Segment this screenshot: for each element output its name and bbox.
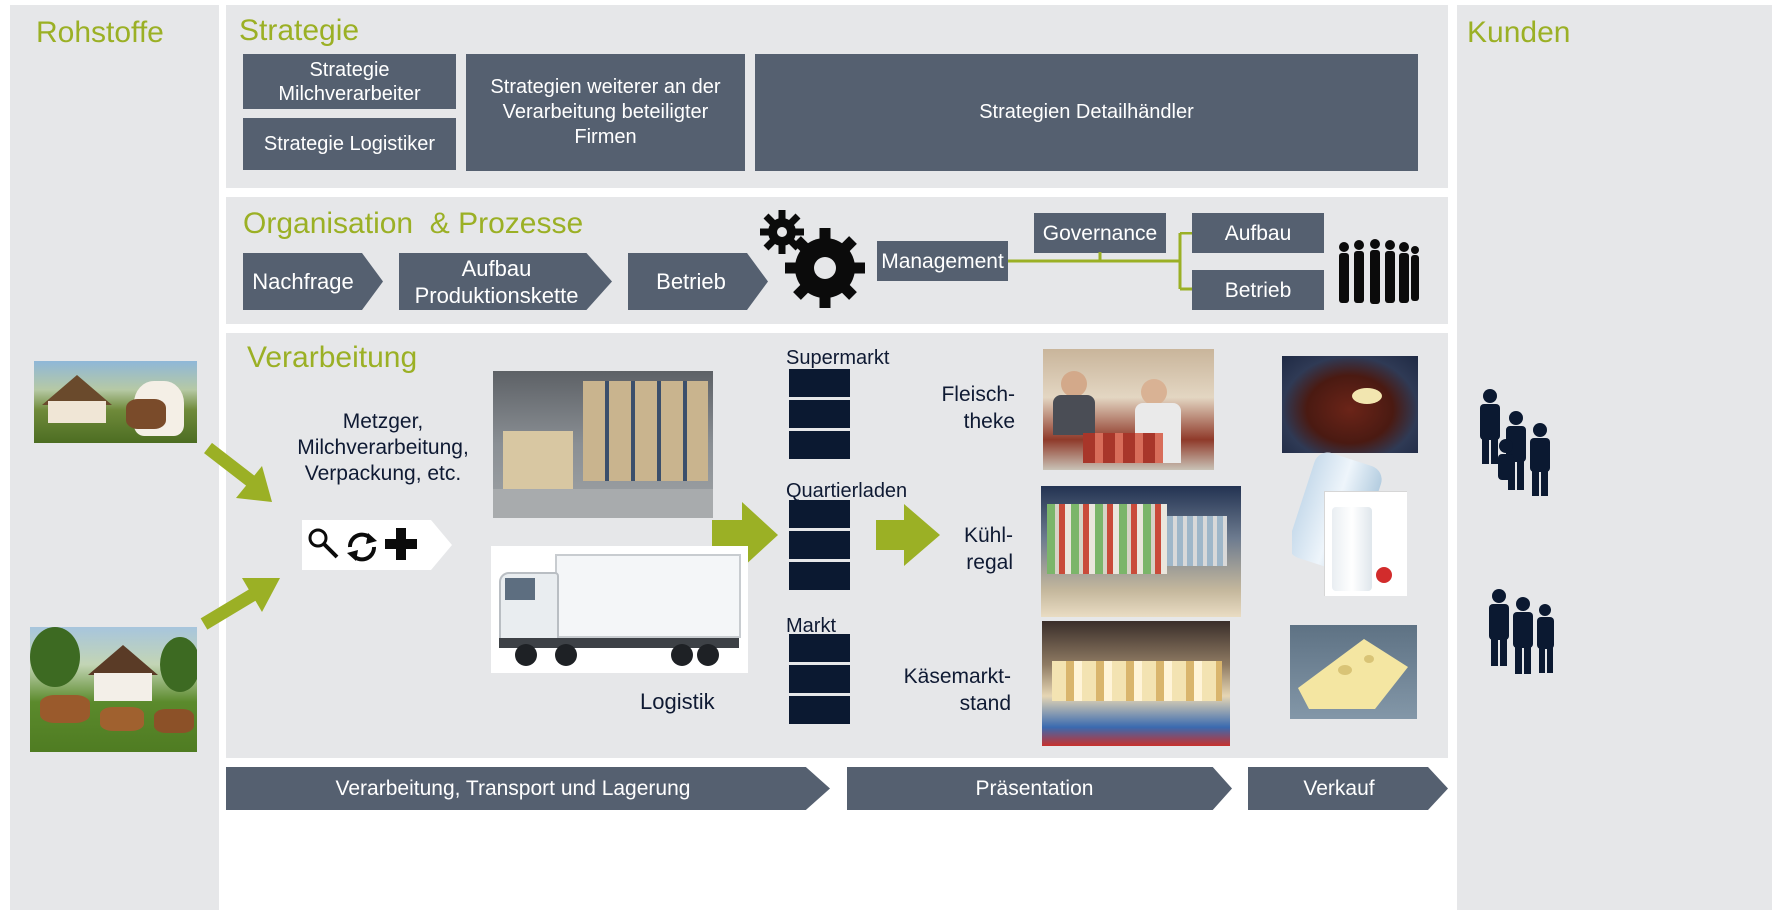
org-connector-lines [1008,232,1192,291]
farm-cows-photo-1 [34,361,197,443]
store-label-markt: Markt [786,615,836,637]
store-label-supermarkt: Supermarkt [786,347,890,369]
meat-counter-photo [1043,349,1214,470]
tools-tag [302,520,452,570]
store-block [789,431,850,459]
strategy-box-logistiker: Strategie Logistiker [243,118,456,170]
process-description: Metzger, Milchverarbeitung, Verpackung, … [297,410,469,485]
logistik-label: Logistik [640,689,715,714]
rohstoffe-column [10,5,219,910]
process-step-aufbau: Aufbau Produktionskette [399,253,612,310]
store-label-quartierladen: Quartierladen [786,480,908,502]
fridge-aisle-photo [1041,486,1241,617]
store-block [789,369,850,397]
store-block [789,531,850,559]
strategy-box-detailhaendler: Strategien Detailhändler [755,54,1418,171]
display-label-kaesemarktstand: Käsemarkt- stand [903,665,1011,715]
display-label-kuehlregal: Kühl- regal [963,524,1013,574]
phase-verkauf: Verkauf [1248,767,1448,810]
plus-icon [385,528,417,560]
process-step-nachfrage: Nachfrage [243,253,383,310]
cheese-photo [1290,625,1417,719]
arrow-icon [200,578,280,630]
betrieb-box: Betrieb [1192,270,1324,310]
arrow-icon [876,504,940,566]
store-block [789,696,850,724]
cheese-market-photo [1042,621,1230,746]
aufbau-box: Aufbau [1192,213,1324,253]
people-icon [1489,589,1554,674]
store-block [789,500,850,528]
store-block [789,665,850,693]
milk-photo [1292,437,1407,596]
phase-verarbeitung-transport: Verarbeitung, Transport und Lagerung [226,767,830,810]
strategy-box-weitere: Strategien weiterer an der Verarbeitung … [466,54,745,171]
refresh-icon [347,532,377,562]
warehouse-photo [493,371,713,518]
management-box: Management [877,241,1008,281]
phase-praesentation: Präsentation [847,767,1232,810]
people-icon [1339,239,1419,304]
rohstoffe-title: Rohstoffe [36,16,164,49]
verarbeitung-title: Verarbeitung [247,341,418,374]
arrow-icon [204,442,272,502]
people-icon [1480,389,1550,496]
process-step-betrieb: Betrieb [628,253,768,310]
gear-icon [760,210,865,308]
store-block [789,562,850,590]
kunden-title: Kunden [1467,16,1571,49]
truck-photo [491,546,748,673]
search-icon [308,528,339,559]
strategy-box-milchverarbeiter: Strategie Milchverarbeiter [243,54,456,109]
steak-photo [1282,356,1418,453]
strategie-title: Strategie [239,14,360,47]
farm-cows-photo-2 [30,627,197,752]
organisation-title: Organisation & Prozesse [243,207,584,240]
store-block [789,634,850,662]
arrow-icon [712,502,778,568]
display-label-fleischtheke: Fleisch- theke [941,383,1015,433]
governance-box: Governance [1034,213,1166,253]
store-block [789,400,850,428]
